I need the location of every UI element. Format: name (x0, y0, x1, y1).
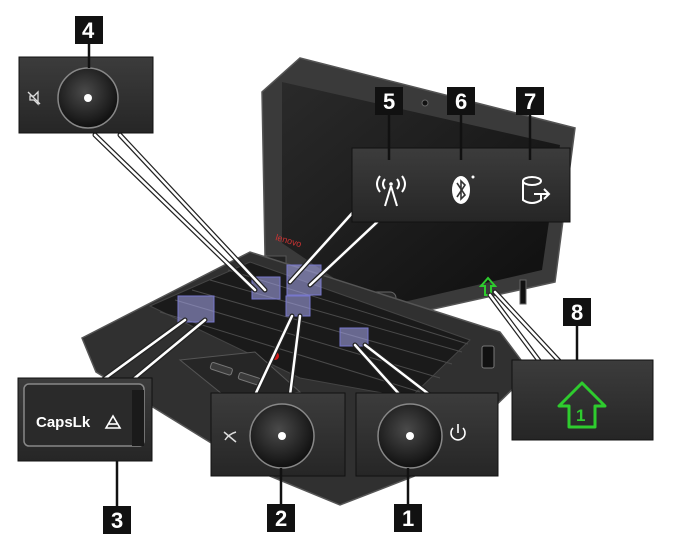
highlight-mic-mute-key (285, 295, 311, 317)
mic-mute-icon (223, 431, 237, 443)
power-icon (450, 424, 466, 441)
callout-number-5: 5 (383, 89, 395, 114)
callout-number-1: 1 (402, 506, 414, 531)
callout-number-6-box (447, 87, 475, 115)
callout-number-2-box (267, 504, 295, 532)
drive-activity-icon (522, 176, 551, 204)
touchpad-button-left (209, 362, 233, 376)
callout-4-panel (18, 56, 154, 134)
callout-number-7-box (516, 87, 544, 115)
callout-1-panel (355, 392, 499, 477)
wireless-icon (376, 175, 406, 207)
label-stems (87, 44, 579, 506)
bluetooth-icon (452, 175, 475, 204)
callout-number-2: 2 (275, 506, 287, 531)
camera-icon (421, 99, 429, 107)
callout-number-3: 3 (111, 508, 123, 533)
button-led (84, 94, 92, 102)
numlock-icon: 1 (557, 381, 607, 429)
callout-number-6: 6 (455, 89, 467, 114)
button-led (406, 432, 414, 440)
caps-lock-icon (104, 414, 122, 429)
number-labels: 4 5 6 7 8 3 2 1 (75, 16, 591, 534)
callout-number-4: 4 (82, 18, 95, 43)
callout-number-8-box (563, 298, 591, 326)
capslock-key-label: CapsLk (36, 414, 91, 431)
callout-number-4-box (75, 16, 103, 44)
callout-number-1-box (394, 504, 422, 532)
numlock-digit: 1 (576, 406, 585, 425)
callout-number-8: 8 (571, 300, 583, 325)
highlight-capslock-key (177, 295, 215, 323)
side-slot (519, 279, 527, 305)
callout-3-panel: CapsLk (17, 377, 153, 462)
side-port (481, 345, 495, 369)
speaker-mute-icon (27, 90, 41, 106)
leader-lines (92, 132, 563, 398)
callout-number-5-box (375, 87, 403, 115)
callout-number-3-box (103, 506, 131, 534)
callout-2-panel (210, 392, 346, 477)
status-indicator-panel (351, 147, 571, 223)
key-bevel (132, 390, 144, 446)
callout-8-panel: 1 (511, 359, 654, 441)
button-led (278, 432, 286, 440)
callout-number-7: 7 (524, 89, 536, 114)
